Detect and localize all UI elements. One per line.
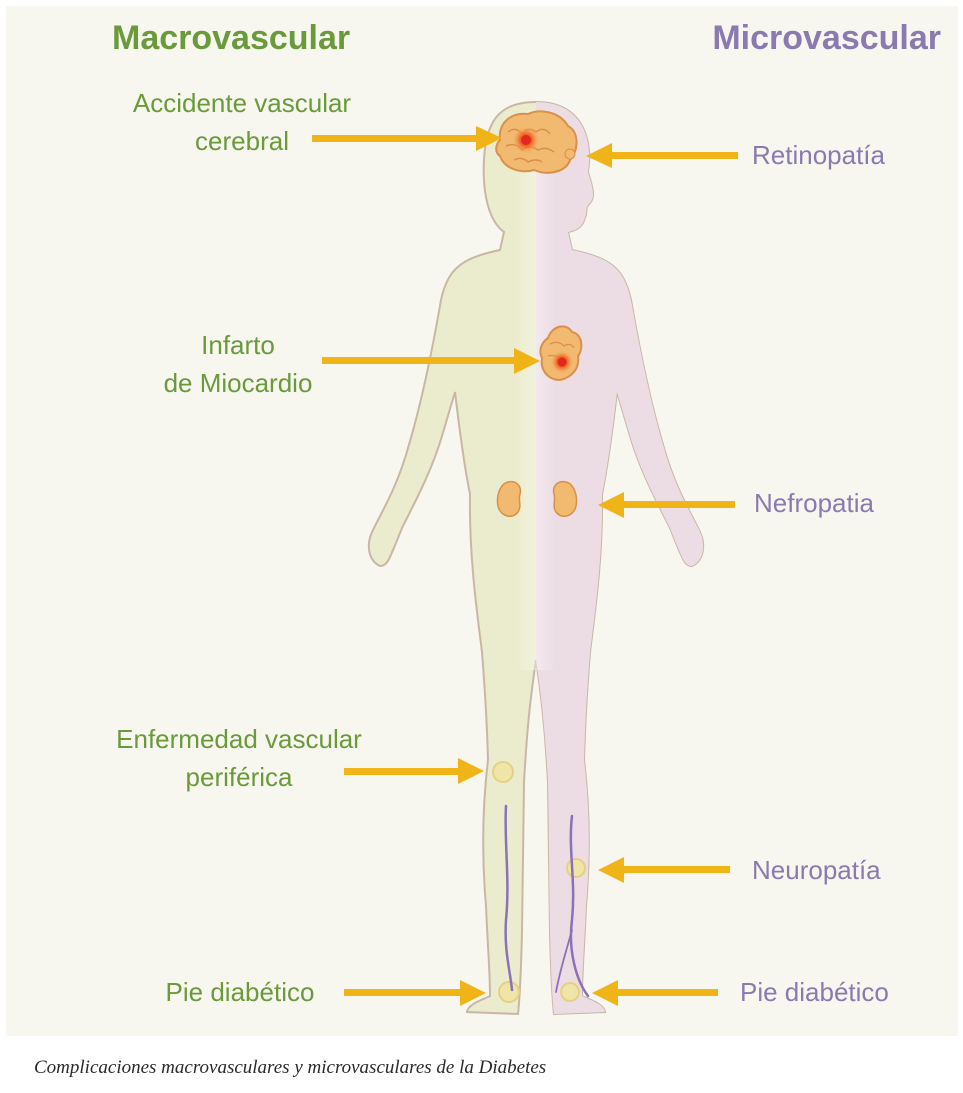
label-line: de Miocardio — [150, 364, 326, 402]
label-nefropatia: Nefropatia — [754, 484, 874, 522]
label-line: Pie diabético — [150, 973, 330, 1011]
label-line: Enfermedad vascular — [108, 720, 370, 758]
label-infarto-de-miocardio: Infarto de Miocardio — [150, 326, 326, 402]
label-retinopatia: Retinopatía — [752, 136, 885, 174]
label-pie-diabetico-micro: Pie diabético — [740, 973, 889, 1011]
label-pie-diabetico-macro: Pie diabético — [150, 973, 330, 1011]
label-line: Accidente vascular — [118, 84, 366, 122]
macrovascular-heading: Macrovascular — [112, 18, 350, 58]
human-body-silhouette — [369, 102, 703, 1014]
arrow-neuropatia — [598, 857, 730, 883]
arrow-pie-macro — [344, 980, 486, 1006]
label-accidente-vascular-cerebral: Accidente vascular cerebral — [118, 84, 366, 160]
figure-caption: Complicaciones macrovasculares y microva… — [34, 1056, 546, 1080]
label-line: periférica — [108, 758, 370, 796]
brain-icon — [496, 111, 576, 172]
label-line: cerebral — [118, 122, 366, 160]
microvascular-heading: Microvascular — [712, 18, 941, 58]
arrow-pie-micro — [592, 980, 718, 1006]
label-line: Infarto — [150, 326, 326, 364]
label-enfermedad-vascular-periferica: Enfermedad vascular periférica — [108, 720, 370, 796]
arrow-retinopatia — [586, 143, 738, 168]
label-neuropatia: Neuropatía — [752, 851, 881, 889]
